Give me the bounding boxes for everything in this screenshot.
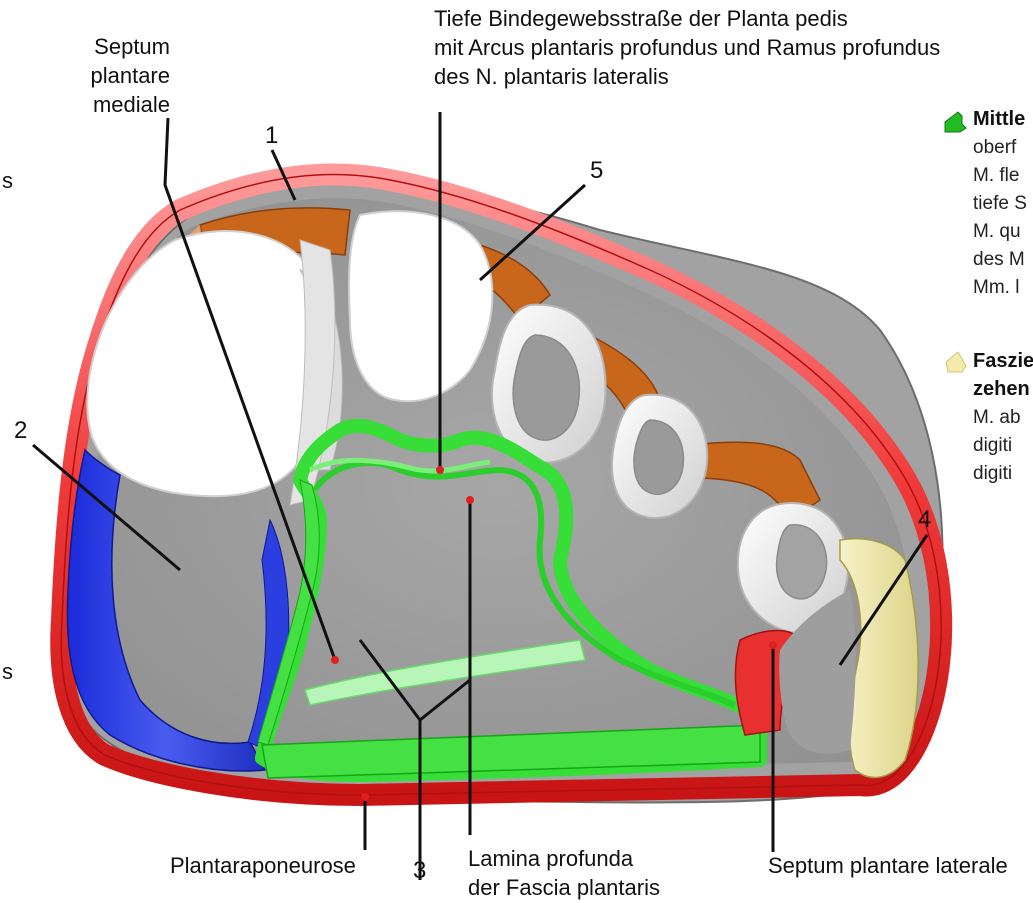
legend-green-line-6: Mm. l — [973, 274, 1019, 302]
plantaraponeurose-label: Plantaraponeurose — [170, 851, 356, 880]
top-label: Tiefe Bindegewebsstraße der Planta pedis… — [434, 4, 940, 91]
legend-green-line-4: M. qu — [973, 218, 1021, 246]
legend-yellow-title-1: Faszie — [973, 350, 1033, 373]
dot-top-label — [436, 466, 444, 474]
yellow-compartment-icon — [946, 352, 966, 372]
number-2: 2 — [14, 417, 27, 445]
number-1: 1 — [265, 122, 278, 150]
septum-laterale-label: Septum plantare laterale — [768, 851, 1008, 880]
top-label-line-2: mit Arcus plantaris profundus und Ramus … — [434, 33, 940, 62]
left-edge-label-top: s — [2, 166, 13, 195]
dot-septum-laterale — [769, 641, 777, 649]
septum-mediale-line-2: plantare — [70, 61, 170, 90]
bone-third-metatarsal — [492, 305, 606, 463]
top-label-line-3: des N. plantaris lateralis — [434, 62, 940, 91]
legend-green-title: Mittle — [973, 108, 1025, 131]
lamina-line-2: der Fascia plantaris — [468, 873, 660, 902]
legend-green-line-5: des M — [973, 246, 1025, 274]
legend-yellow-title-2: zehen — [973, 378, 1030, 401]
green-compartment-icon — [945, 112, 966, 132]
bone-fourth-metatarsal — [612, 395, 707, 518]
legend-yellow-line-1: M. ab — [973, 404, 1021, 432]
septum-mediale-line-1: Septum — [70, 32, 170, 61]
legend-green-line-2: M. fle — [973, 162, 1019, 190]
left-edge-label-bottom: s — [2, 657, 13, 686]
lamina-line-1: Lamina profunda — [468, 844, 660, 873]
septum-mediale-line-3: mediale — [70, 90, 170, 119]
number-3: 3 — [413, 857, 426, 885]
top-label-line-1: Tiefe Bindegewebsstraße der Planta pedis — [434, 4, 940, 33]
septum-mediale-label: Septum plantare mediale — [70, 32, 170, 119]
lamina-label: Lamina profunda der Fascia plantaris — [468, 844, 660, 902]
dot-lamina — [466, 496, 474, 504]
number-4: 4 — [918, 506, 931, 534]
legend-green-line-1: oberf — [973, 134, 1016, 162]
legend-yellow-line-2: digiti — [973, 432, 1012, 460]
legend-green-line-3: tiefe S — [973, 190, 1027, 218]
legend-yellow-line-3: digiti — [973, 460, 1012, 488]
number-5: 5 — [590, 157, 603, 185]
dot-septum-mediale — [331, 656, 339, 664]
dot-plantaraponeurose — [361, 793, 369, 801]
